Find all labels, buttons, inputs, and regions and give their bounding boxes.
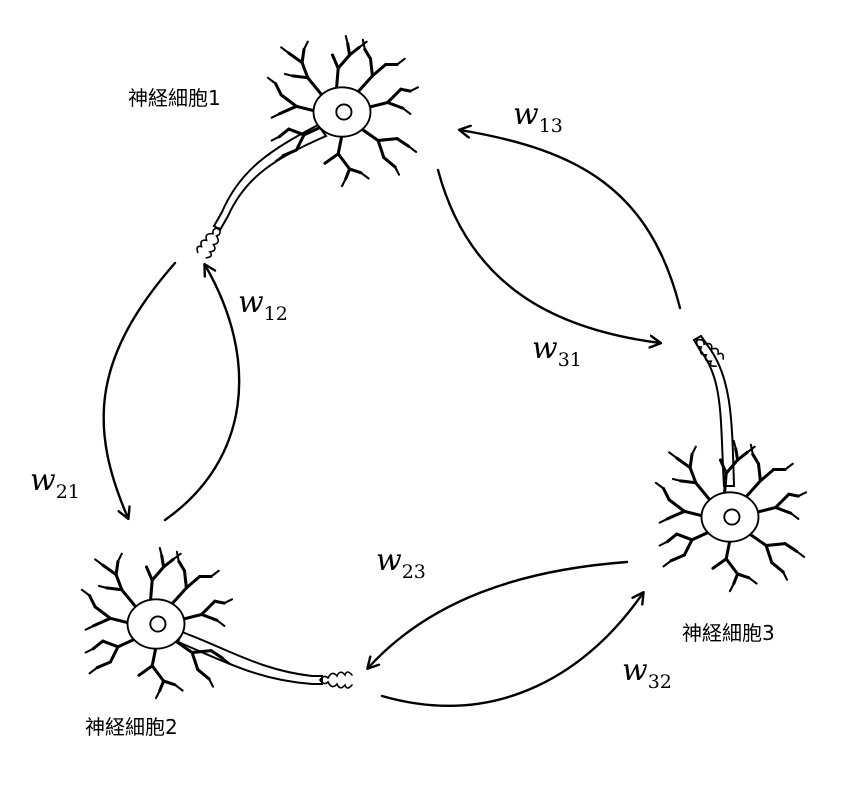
weight-w12-label: w12 bbox=[238, 285, 288, 325]
neuron-1: 神経細胞1 bbox=[128, 34, 420, 261]
edge-w21-arrow bbox=[102, 261, 177, 518]
neuron-2-axon bbox=[176, 630, 323, 685]
neuron-2-body bbox=[80, 546, 234, 700]
edge-w32-arrow bbox=[380, 593, 643, 707]
neuron-1-axon bbox=[212, 123, 328, 232]
neuron-1-body bbox=[266, 34, 420, 188]
edge-w31-arrow bbox=[436, 168, 660, 343]
neuron-2-label: 神経細胞2 bbox=[85, 715, 178, 739]
weight-w31-label: w31 bbox=[532, 331, 582, 371]
weight-w32-label: w32 bbox=[622, 653, 672, 693]
neuron-3: 神経細胞3 bbox=[654, 333, 808, 645]
neuron-1-label: 神経細胞1 bbox=[128, 86, 221, 110]
neuron-2-axon-terminal bbox=[319, 671, 353, 689]
edge-w23-arrow bbox=[368, 560, 629, 668]
edge-w12-arrow bbox=[163, 265, 241, 522]
weight-w13-label: w13 bbox=[513, 97, 563, 137]
edge-w13-arrow bbox=[460, 130, 682, 310]
weight-w23-label: w23 bbox=[376, 543, 426, 583]
neuron-3-axon bbox=[692, 334, 736, 487]
weight-w21-label: w21 bbox=[30, 463, 80, 503]
neuron-2: 神経細胞2 bbox=[80, 546, 353, 739]
neuron-3-label: 神経細胞3 bbox=[682, 621, 775, 645]
